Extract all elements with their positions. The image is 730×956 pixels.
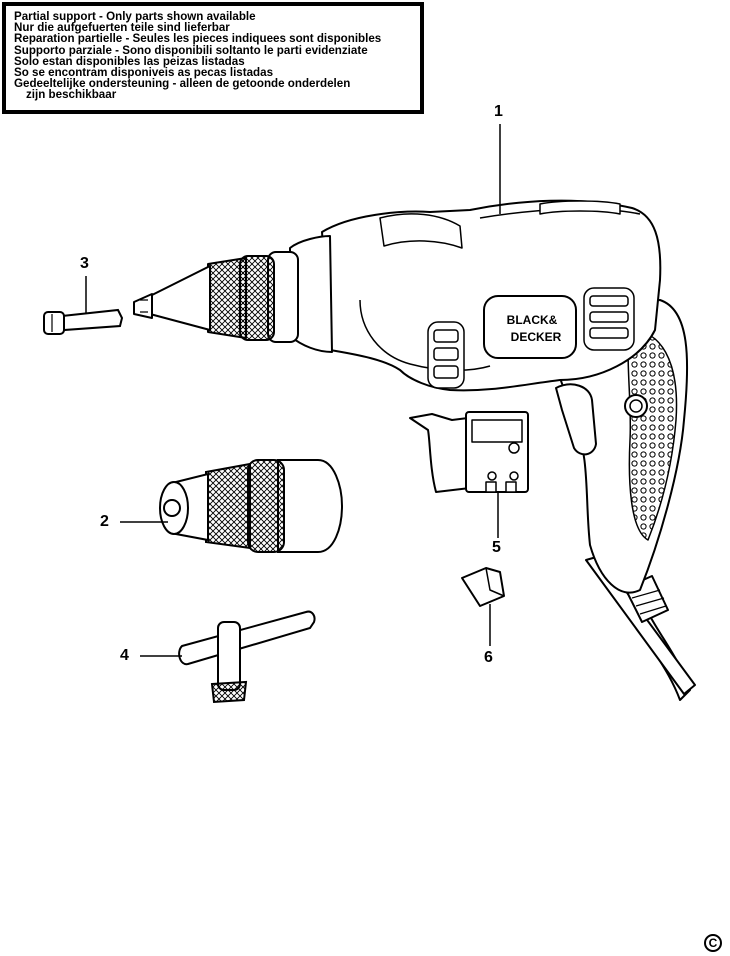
partial-support-notice: Partial support - Only parts shown avail…	[2, 2, 424, 114]
chuck-screw	[43, 308, 124, 335]
rear-vent	[583, 287, 635, 351]
notice-line-it: Supporto parziale - Sono disponibili sol…	[14, 43, 368, 57]
small-clip	[461, 567, 505, 607]
brand-logo-text-2: DECKER	[511, 330, 562, 344]
notice-line-es: Solo estan disponibles las peizas listad…	[14, 54, 245, 68]
callout-part-6: 6	[484, 649, 493, 666]
leader-lines	[85, 124, 501, 657]
callout-part-4: 4	[120, 647, 129, 664]
notice-line-nl-cont: zijn beschikbaar	[26, 88, 117, 102]
trigger-switch	[409, 411, 529, 493]
handle-grip	[627, 329, 678, 541]
notice-line-pt: So se encontram disponiveis as pecas lis…	[14, 66, 274, 80]
callout-part-3: 3	[80, 255, 89, 272]
replacement-chuck	[159, 459, 344, 553]
side-vent	[427, 321, 465, 389]
callout-part-1: 1	[494, 103, 503, 120]
notice-line-de: Nur die aufgefuerten teile sind lieferba…	[14, 21, 230, 35]
copyright-mark: C	[704, 934, 722, 952]
notice-line-fr: Reparation partielle - Seules les pieces…	[14, 32, 382, 46]
callout-part-5: 5	[492, 539, 501, 556]
brand-plate	[483, 295, 577, 359]
drill-body	[133, 199, 696, 701]
notice-line-en: Partial support - Only parts shown avail…	[14, 10, 256, 23]
callout-part-2: 2	[100, 513, 109, 530]
chuck-key	[178, 610, 316, 704]
drill-chuck-mounted	[133, 251, 299, 343]
trigger	[555, 383, 597, 456]
brand-logo-text-1: BLACK&	[507, 313, 558, 327]
gear-case-nose	[289, 235, 333, 353]
notice-line-nl: Gedeeltelijke ondersteuning - alleen de …	[14, 77, 351, 91]
